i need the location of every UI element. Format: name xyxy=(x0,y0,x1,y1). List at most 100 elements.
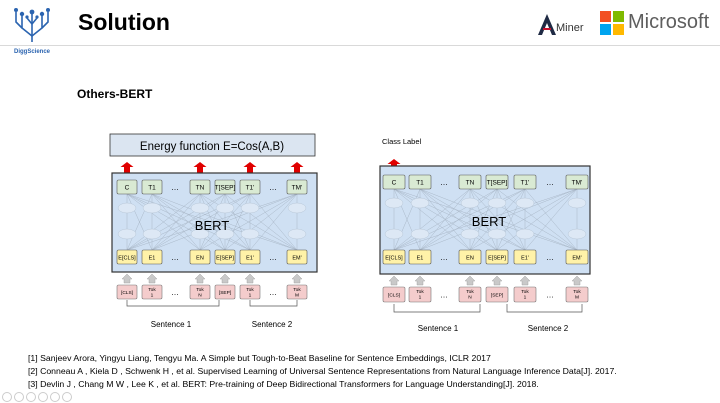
hidden-node xyxy=(384,197,404,209)
embedding-label: EM' xyxy=(572,256,581,262)
hidden-node xyxy=(215,228,235,240)
hidden-node xyxy=(460,228,480,240)
embedding-label: EM' xyxy=(292,256,301,262)
input-arrow-icon xyxy=(388,275,400,286)
hidden-node xyxy=(410,197,430,209)
embedding-ellipsis: … xyxy=(440,253,448,262)
hidden-node xyxy=(515,197,535,209)
slide-control-icon[interactable] xyxy=(62,392,72,402)
output-token-label: T[SEP] xyxy=(215,185,236,192)
attention-line xyxy=(126,193,251,251)
input-token-box xyxy=(513,286,537,303)
hidden-node xyxy=(487,228,507,240)
aminer-a-icon xyxy=(538,14,556,35)
attention-line xyxy=(419,188,578,251)
embedding-label: E1 xyxy=(149,256,156,262)
sentence1-bracket xyxy=(393,304,481,313)
output-token-box xyxy=(408,174,432,190)
hidden-node xyxy=(287,228,307,240)
output-token-label: TN xyxy=(196,185,205,192)
output-token-box xyxy=(565,174,589,190)
slide-controls xyxy=(2,392,72,402)
slide-control-icon[interactable] xyxy=(38,392,48,402)
embedding-label: E[CLS] xyxy=(385,256,403,262)
input-token-label: [CLS] xyxy=(121,290,133,296)
hidden-node xyxy=(410,228,430,240)
section-subtitle: Others-BERT xyxy=(77,87,153,101)
hidden-node xyxy=(117,202,137,214)
output-token-label: TN xyxy=(466,180,475,187)
hidden-node xyxy=(460,197,480,209)
output-token-ellipsis: … xyxy=(546,178,554,187)
diggscience-logo: DiggScience xyxy=(8,6,56,56)
input-token-box xyxy=(565,286,589,303)
sentence2-bracket xyxy=(506,304,583,313)
class-label-line: Class Label xyxy=(382,137,422,146)
token-ellipsis: … xyxy=(546,291,554,300)
input-arrow-icon xyxy=(219,273,231,284)
output-arrow-icon xyxy=(243,162,257,179)
hidden-node xyxy=(142,228,162,240)
references: [1] Sanjeev Arora, Yingyu Liang, Tengyu … xyxy=(28,352,617,391)
hidden-node xyxy=(190,228,210,240)
output-token-box xyxy=(458,174,482,190)
hidden-node xyxy=(190,202,210,214)
hidden-node xyxy=(287,202,307,214)
output-arrow-icon xyxy=(193,162,207,179)
embedding-box xyxy=(189,249,211,265)
slide-control-icon[interactable] xyxy=(14,392,24,402)
hidden-node xyxy=(117,228,137,240)
embedding-label: E1' xyxy=(246,256,254,262)
embedding-box xyxy=(458,249,482,265)
input-token-box xyxy=(485,286,509,303)
hidden-node xyxy=(240,202,260,214)
input-arrow-icon xyxy=(519,275,531,286)
input-token-box xyxy=(141,284,163,300)
input-arrow-icon xyxy=(571,275,583,286)
header-divider xyxy=(0,45,720,46)
input-token-box xyxy=(214,284,236,300)
output-token-label: T1 xyxy=(416,180,424,187)
embedding-box xyxy=(116,249,138,265)
microsoft-logo: Microsoft xyxy=(600,11,715,37)
attention-line xyxy=(249,193,298,251)
output-token-box xyxy=(513,174,537,190)
slide-control-icon[interactable] xyxy=(26,392,36,402)
aminer-logo: Miner xyxy=(536,12,590,38)
attention-line xyxy=(126,193,226,251)
attention-line xyxy=(393,188,471,251)
slide-control-icon[interactable] xyxy=(2,392,12,402)
input-arrow-icon xyxy=(491,275,503,286)
embedding-label: EN xyxy=(196,256,204,262)
hidden-node xyxy=(515,228,535,240)
output-token-label: C xyxy=(392,180,397,187)
slide-control-icon[interactable] xyxy=(50,392,60,402)
reference-1: [1] Sanjeev Arora, Yingyu Liang, Tengyu … xyxy=(28,353,491,363)
input-token-box xyxy=(382,286,406,303)
embedding-box xyxy=(141,249,163,265)
embedding-box xyxy=(214,249,236,265)
embedding-box xyxy=(565,249,589,265)
class-label-text: Class Label xyxy=(382,137,422,146)
bert-label: BERT xyxy=(195,218,229,233)
embedding-label: E[SEP] xyxy=(488,256,506,262)
embedding-ellipsis: … xyxy=(546,253,554,262)
output-token-box xyxy=(382,174,406,190)
attention-line xyxy=(419,188,526,251)
attention-line xyxy=(151,193,298,251)
diggscience-logo-text: DiggScience xyxy=(13,49,50,55)
embedding-label: E1' xyxy=(521,256,529,262)
embedding-label: E1 xyxy=(417,256,424,262)
energy-function-box xyxy=(109,133,316,157)
input-arrow-icon xyxy=(194,273,206,284)
